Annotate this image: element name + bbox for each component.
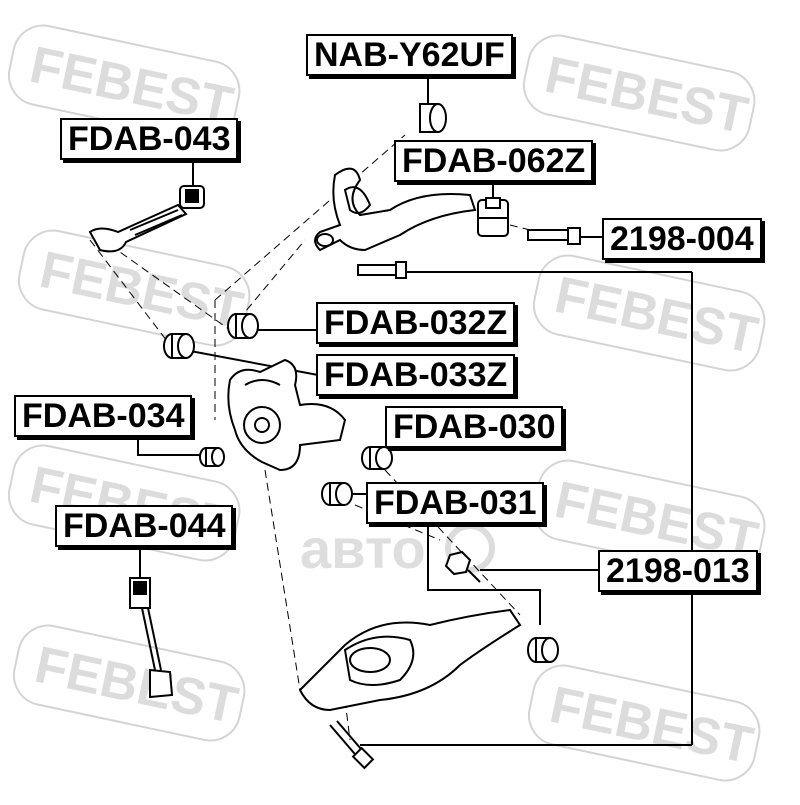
- bolt-2198-013-upper: [357, 261, 407, 279]
- watermark-bottom-right: FEBEST: [527, 664, 761, 782]
- bolt-2198-013-lower: [329, 720, 375, 770]
- bushing-fdab-033z: [163, 333, 195, 359]
- label-fdab-030: FDAB-030: [385, 406, 564, 448]
- bushing-fdab-062z: [477, 197, 509, 237]
- bolt-2198-004: [527, 227, 581, 245]
- bushing-lower-arm: [527, 637, 559, 663]
- bushing-fdab-032z: [227, 313, 259, 339]
- nut-2198-013: [444, 550, 481, 583]
- label-fdab-033z: FDAB-033Z: [316, 354, 516, 396]
- label-fdab-032z: FDAB-032Z: [316, 302, 516, 344]
- lower-control-arm: [298, 608, 522, 712]
- steering-knuckle: [227, 358, 347, 472]
- label-nab-y62uf: NAB-Y62UF: [306, 34, 513, 76]
- bushing-fdab-034: [199, 447, 225, 467]
- label-fdab-062z: FDAB-062Z: [394, 140, 594, 182]
- bushing-nab-y62uf: [419, 103, 447, 133]
- watermark-center-logo: авто: [300, 517, 495, 580]
- link-fdab-044: [129, 577, 174, 699]
- watermark-brand: FEBEST: [35, 241, 248, 340]
- watermark-center-logo-text: авто: [300, 517, 426, 580]
- watermark-brand: FEBEST: [545, 676, 758, 775]
- bushing-fdab-030: [361, 446, 393, 470]
- upper-control-arm: [314, 167, 477, 252]
- leader-lines: [137, 75, 693, 746]
- watermark-brand: FEBEST: [550, 266, 763, 365]
- watermark-mid-right: FEBEST: [532, 254, 766, 372]
- label-2198-004: 2198-004: [602, 218, 762, 260]
- label-fdab-031: FDAB-031: [366, 482, 545, 524]
- label-fdab-044: FDAB-044: [55, 505, 234, 547]
- label-fdab-043: FDAB-043: [60, 118, 239, 160]
- watermark-brand: FEBEST: [30, 636, 243, 735]
- watermark-brand: FEBEST: [540, 46, 753, 145]
- bushing-fdab-031: [321, 482, 353, 506]
- parts-layer: [88, 103, 581, 770]
- toe-link-fdab-043: [88, 185, 205, 253]
- watermark-top-right: FEBEST: [522, 34, 756, 152]
- label-fdab-034: FDAB-034: [14, 395, 193, 437]
- watermark-mid-left: FEBEST: [17, 229, 251, 347]
- label-2198-013: 2198-013: [598, 550, 758, 592]
- watermark-bottom-left: FEBEST: [12, 624, 246, 742]
